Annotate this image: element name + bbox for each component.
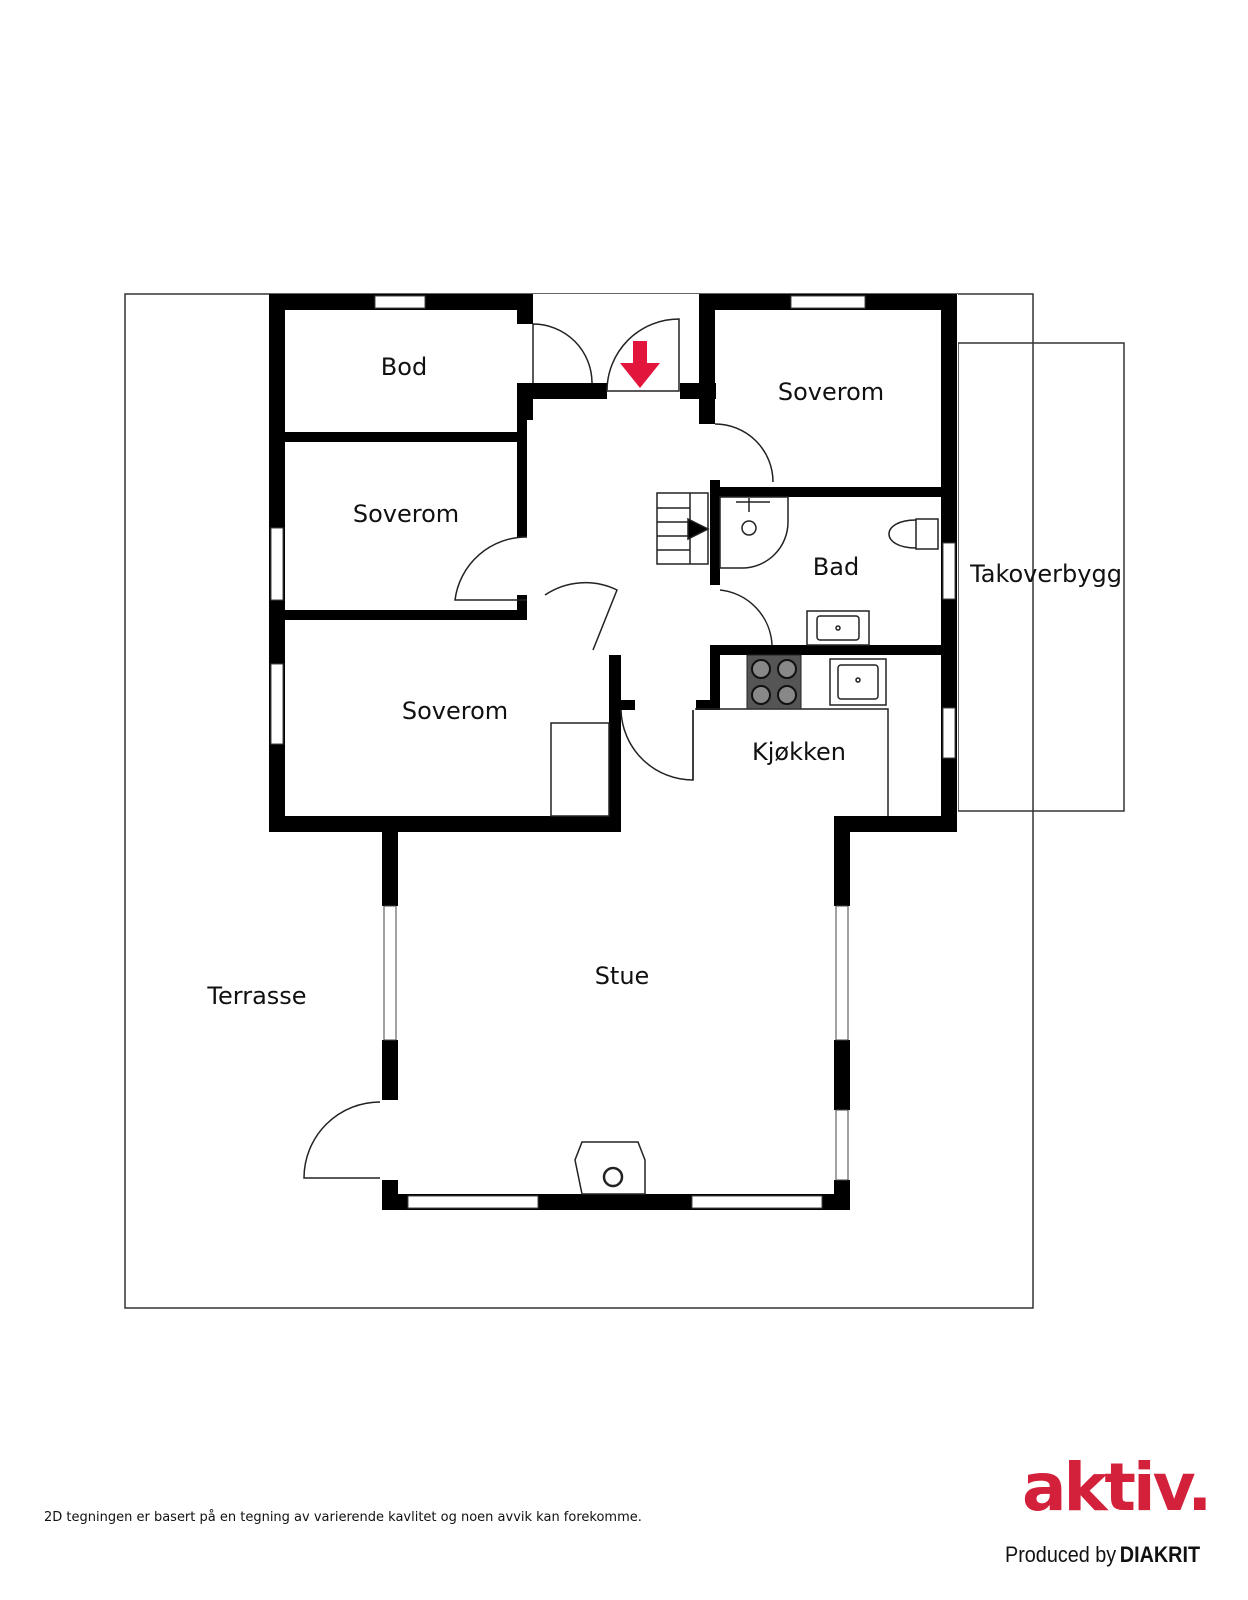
kitchen-sink-icon xyxy=(829,658,887,706)
room-label-soverom-left-upper: Soverom xyxy=(353,500,459,528)
stove-icon xyxy=(746,654,802,710)
doors xyxy=(303,318,774,1179)
maker-name: DIAKRIT xyxy=(1119,1542,1201,1567)
room-label-kjokken: Kjøkken xyxy=(752,738,846,766)
room-label-bod: Bod xyxy=(381,353,427,381)
fireplace-icon xyxy=(574,1141,646,1195)
toilet-icon xyxy=(888,518,939,550)
room-label-bad: Bad xyxy=(813,553,859,581)
shower-icon xyxy=(719,496,789,569)
entrance-arrow-icon xyxy=(620,341,660,388)
disclaimer-text: 2D tegningen er basert på en tegning av … xyxy=(44,1510,642,1525)
room-label-terrasse: Terrasse xyxy=(206,982,306,1010)
brand-logo-text: aktiv. xyxy=(1022,1449,1209,1526)
room-label-soverom-top-right: Soverom xyxy=(778,378,884,406)
room-label-stue: Stue xyxy=(595,962,650,990)
stairs-icon xyxy=(656,492,710,565)
brand-logo: aktiv. xyxy=(1022,1449,1212,1526)
produced-by-label: Produced by xyxy=(1005,1542,1117,1567)
windows xyxy=(270,295,956,1209)
room-label-takoverbygg: Takoverbygg xyxy=(969,560,1122,588)
room-label-soverom-left-lower: Soverom xyxy=(402,697,508,725)
sink-icon xyxy=(806,610,870,646)
